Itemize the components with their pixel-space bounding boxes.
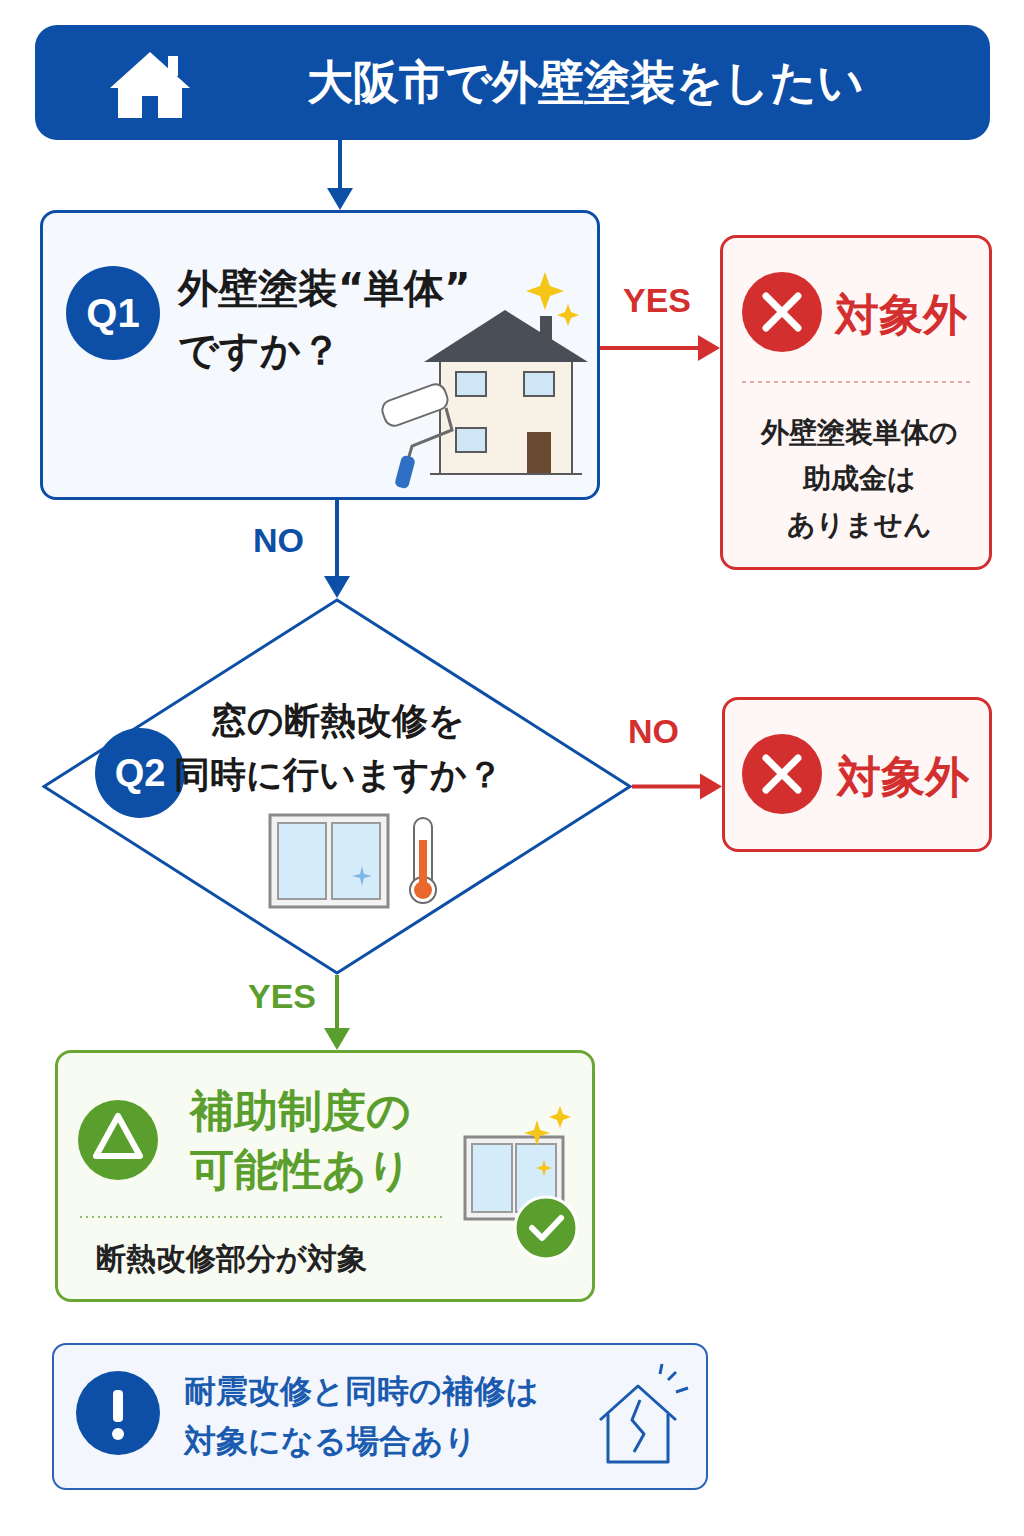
connector-line — [632, 785, 704, 789]
title-text: 大阪市で外壁塗装をしたい — [185, 25, 985, 140]
badge-text: Q2 — [95, 728, 185, 818]
edge-label: NO — [625, 713, 682, 750]
arrow-head — [324, 1028, 350, 1050]
question-badge: Q1 — [66, 266, 160, 360]
result-box: 対象外外壁塗装単体の 助成金は ありません — [720, 235, 992, 570]
connector-line — [335, 975, 339, 1032]
connector — [632, 774, 722, 800]
result-box: 補助制度の 可能性あり断熱改修部分が対象 — [55, 1050, 595, 1302]
connector-line — [338, 140, 342, 192]
result-body: 断熱改修部分が対象 — [96, 1239, 516, 1278]
arrow-head — [324, 576, 350, 598]
note-box: 耐震改修と同時の補修は 対象になる場合あり — [52, 1343, 708, 1490]
result-heading: 対象外 — [837, 748, 987, 805]
arrow-head — [700, 774, 722, 800]
title-band: 大阪市で外壁塗装をしたい — [35, 25, 990, 140]
question-box: 外壁塗装“単体” ですか？Q1 — [40, 210, 600, 500]
diamond-shape — [44, 600, 630, 973]
arrow-head — [698, 335, 720, 361]
arrow-head — [327, 188, 353, 210]
question-text: 外壁塗装“単体” ですか？ — [178, 257, 518, 381]
question-badge: Q2 — [95, 728, 185, 818]
badge-text: Q1 — [66, 266, 160, 360]
result-box: 対象外 — [722, 697, 992, 852]
connector — [324, 500, 350, 598]
decision-diamond: 窓の断熱改修を 同時に行いますか？Q2 — [42, 598, 632, 975]
result-body: 外壁塗装単体の 助成金は ありません — [759, 410, 959, 549]
result-heading: 対象外 — [835, 286, 985, 343]
connector — [327, 140, 353, 210]
connector — [324, 975, 350, 1050]
edge-label: YES — [620, 282, 694, 319]
connector-line — [335, 500, 339, 580]
edge-label: NO — [250, 522, 307, 559]
edge-label: YES — [245, 978, 319, 1015]
result-heading: 補助制度の 可能性あり — [190, 1081, 460, 1200]
question-text: 窓の断熱改修を 同時に行いますか？ — [148, 694, 528, 802]
connector — [600, 335, 720, 361]
connector-line — [600, 346, 702, 350]
note-text: 耐震改修と同時の補修は 対象になる場合あり — [184, 1367, 624, 1466]
